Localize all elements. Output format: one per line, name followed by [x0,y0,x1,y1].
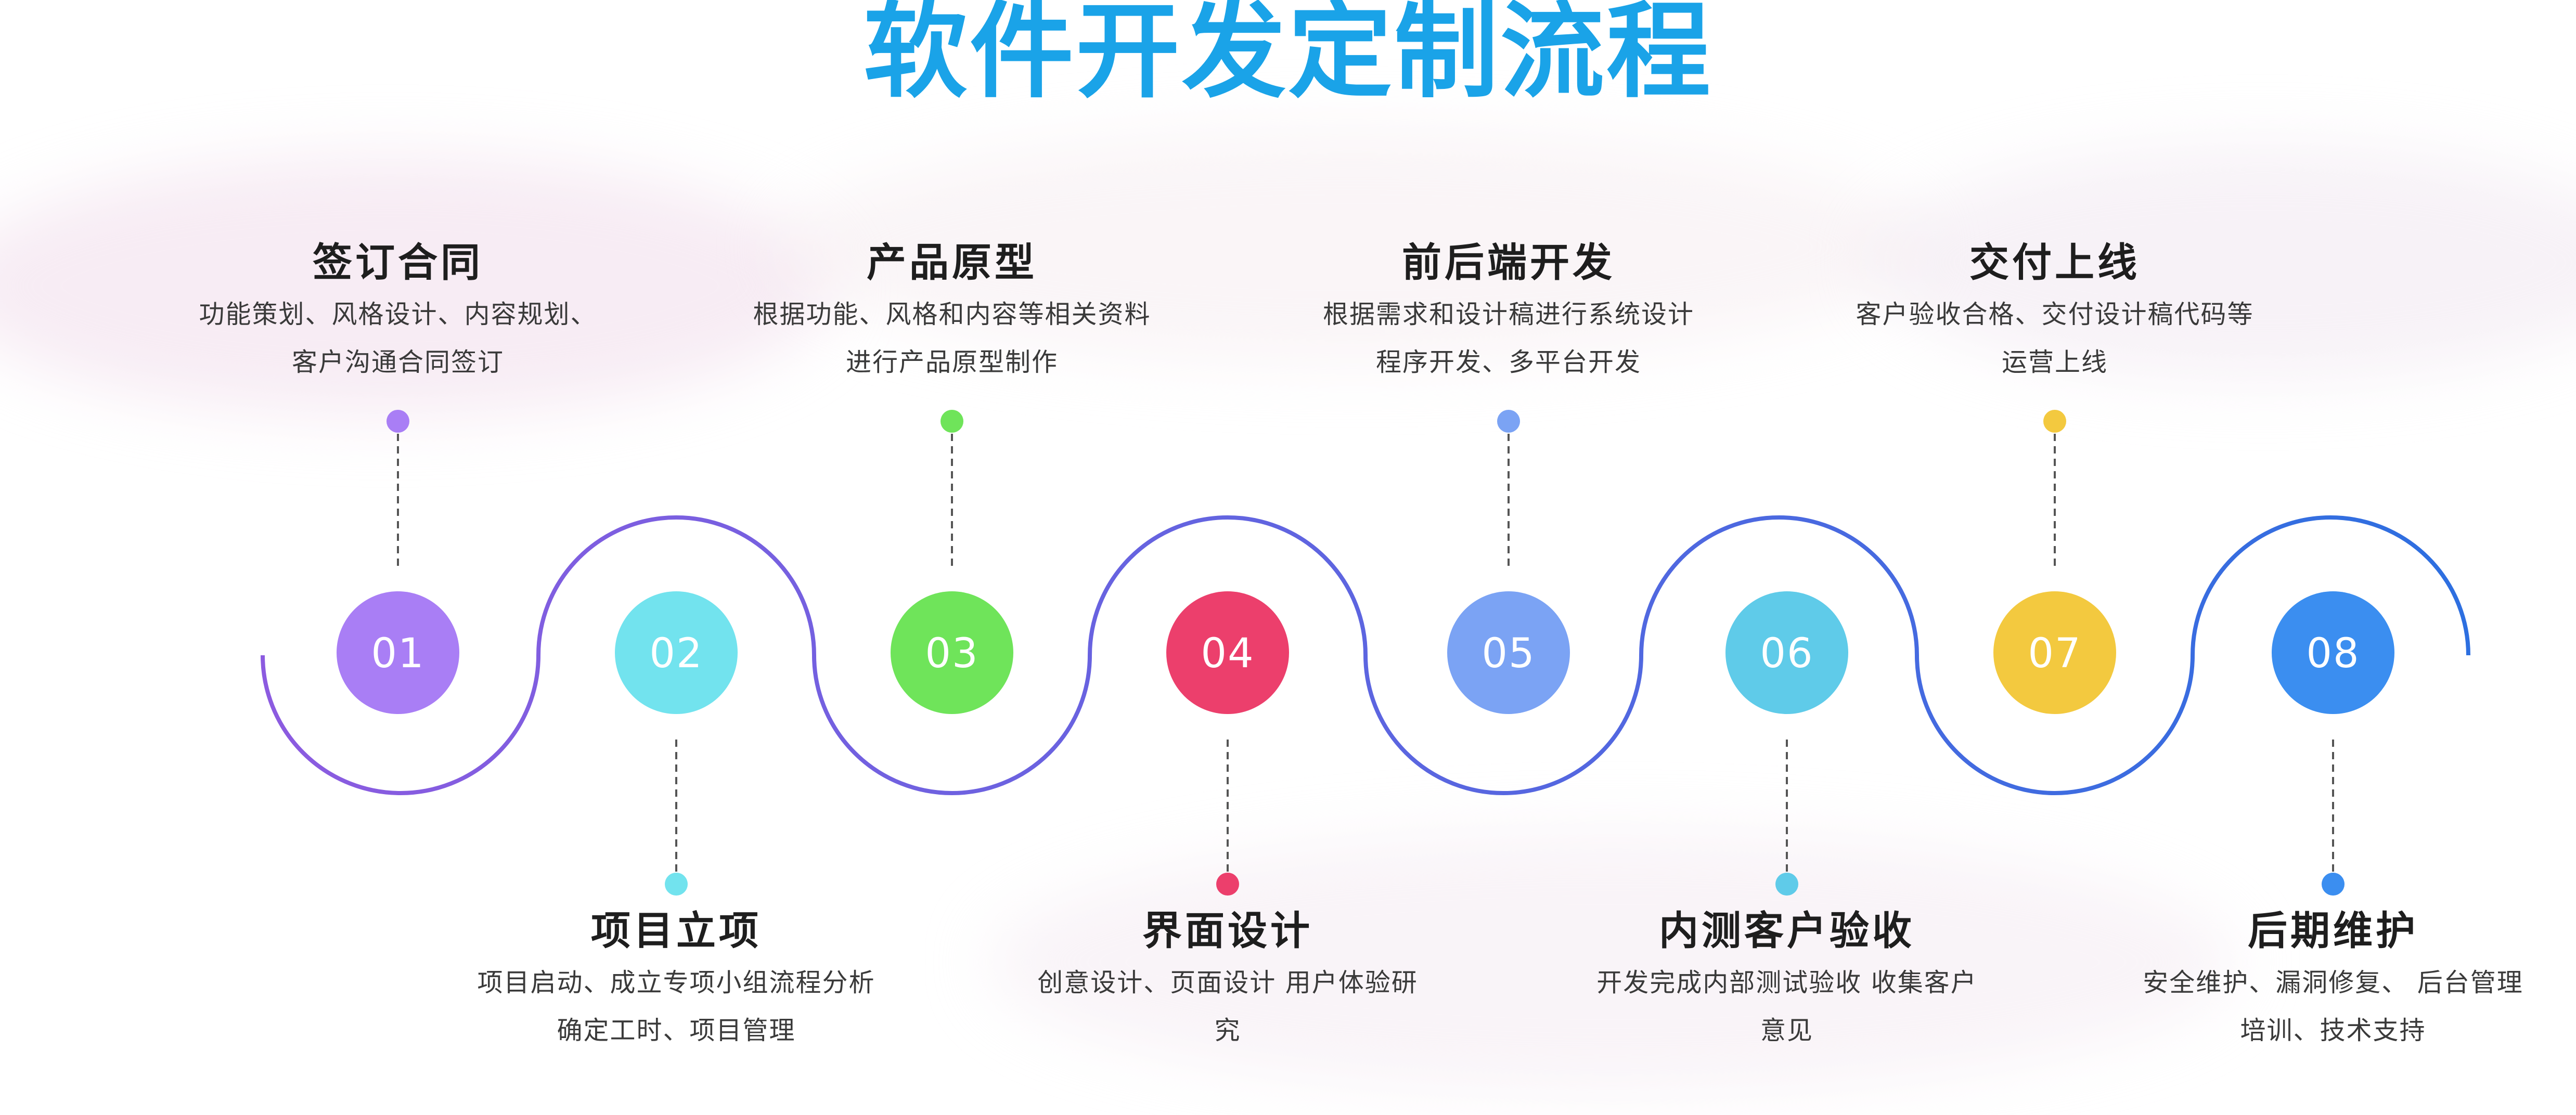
step-block-05: 前后端开发根据需求和设计稿进行系统设计程序开发、多平台开发 [1274,237,1743,386]
step-description-line: 创意设计、页面设计 用户体验研 [1037,968,1418,997]
step-description-line: 根据功能、风格和内容等相关资料 [753,300,1151,329]
step-block-07: 交付上线客户验收合格、交付设计稿代码等运营上线 [1821,237,2289,386]
step-number-06: 06 [1760,630,1813,677]
step-description-line: 意见 [1760,1016,1813,1045]
step-description-line: 安全维护、漏洞修复、 后台管理 [2143,968,2523,997]
step-description-line: 项目启动、成立专项小组流程分析 [477,968,875,997]
step-description: 根据功能、风格和内容等相关资料进行产品原型制作 [718,291,1186,386]
step-circle-08 [2272,591,2394,714]
step-block-06: 内测客户验收开发完成内部测试验收 收集客户意见 [1553,905,2021,1055]
step-description-line: 培训、技术支持 [2240,1016,2426,1045]
step-block-08: 后期维护安全维护、漏洞修复、 后台管理培训、技术支持 [2099,905,2567,1055]
step-description-line: 程序开发、多平台开发 [1375,347,1641,377]
step-title: 项目立项 [591,907,762,954]
step-description-line: 根据需求和设计稿进行系统设计 [1322,300,1694,329]
step-circle-01 [337,591,459,714]
step-title: 交付上线 [1969,239,2140,286]
step-block-03: 产品原型根据功能、风格和内容等相关资料进行产品原型制作 [718,237,1186,386]
step-description-line: 确定工时、项目管理 [557,1016,796,1045]
connector-dot-08 [2322,873,2345,896]
connector-dot-03 [941,410,963,433]
connector-dot-01 [387,410,409,433]
step-title: 签订合同 [313,239,483,286]
connector-dot-06 [1775,873,1798,896]
step-block-04: 界面设计创意设计、页面设计 用户体验研究 [994,905,1462,1055]
step-block-01: 签订合同功能策划、风格设计、内容规划、客户沟通合同签订 [164,237,632,386]
step-title: 内测客户验收 [1659,907,1915,954]
step-block-02: 项目立项项目启动、成立专项小组流程分析确定工时、项目管理 [442,905,910,1055]
connector-dot-02 [665,873,688,896]
step-description-line: 客户沟通合同签订 [291,347,504,377]
step-description: 创意设计、页面设计 用户体验研究 [994,959,1462,1055]
step-number-07: 07 [2028,630,2081,677]
step-description: 项目启动、成立专项小组流程分析确定工时、项目管理 [442,959,910,1055]
step-title: 后期维护 [2248,907,2418,954]
connector-dot-07 [2043,410,2066,433]
step-number-08: 08 [2306,630,2360,677]
step-circle-03 [891,591,1013,714]
connector-dot-05 [1497,410,1520,433]
step-number-04: 04 [1201,630,1254,677]
step-number-01: 01 [371,630,424,677]
step-title: 产品原型 [867,239,1037,286]
step-circle-07 [1993,591,2116,714]
step-number-05: 05 [1482,630,1535,677]
step-number-03: 03 [925,630,978,677]
step-description: 开发完成内部测试验收 收集客户意见 [1553,959,2021,1055]
wave-line [261,515,2470,795]
step-description-line: 功能策划、风格设计、内容规划、 [199,300,597,329]
connector-dot-04 [1216,873,1239,896]
page-title: 软件开发定制流程 [863,0,1712,112]
step-description: 根据需求和设计稿进行系统设计程序开发、多平台开发 [1274,291,1743,386]
step-description-line: 进行产品原型制作 [845,347,1058,377]
step-title: 前后端开发 [1402,239,1615,286]
step-circle-05 [1447,591,1570,714]
step-description-line: 究 [1214,1016,1241,1045]
step-description: 安全维护、漏洞修复、 后台管理培训、技术支持 [2099,959,2567,1055]
step-description-line: 开发完成内部测试验收 收集客户 [1596,968,1977,997]
step-description: 客户验收合格、交付设计稿代码等运营上线 [1821,291,2289,386]
step-circle-04 [1166,591,1289,714]
step-number-02: 02 [649,630,703,677]
step-circle-06 [1725,591,1848,714]
step-description-line: 客户验收合格、交付设计稿代码等 [1856,300,2254,329]
step-description-line: 运营上线 [2001,347,2108,377]
step-description: 功能策划、风格设计、内容规划、客户沟通合同签订 [164,291,632,386]
step-circle-02 [615,591,738,714]
step-title: 界面设计 [1142,907,1313,954]
